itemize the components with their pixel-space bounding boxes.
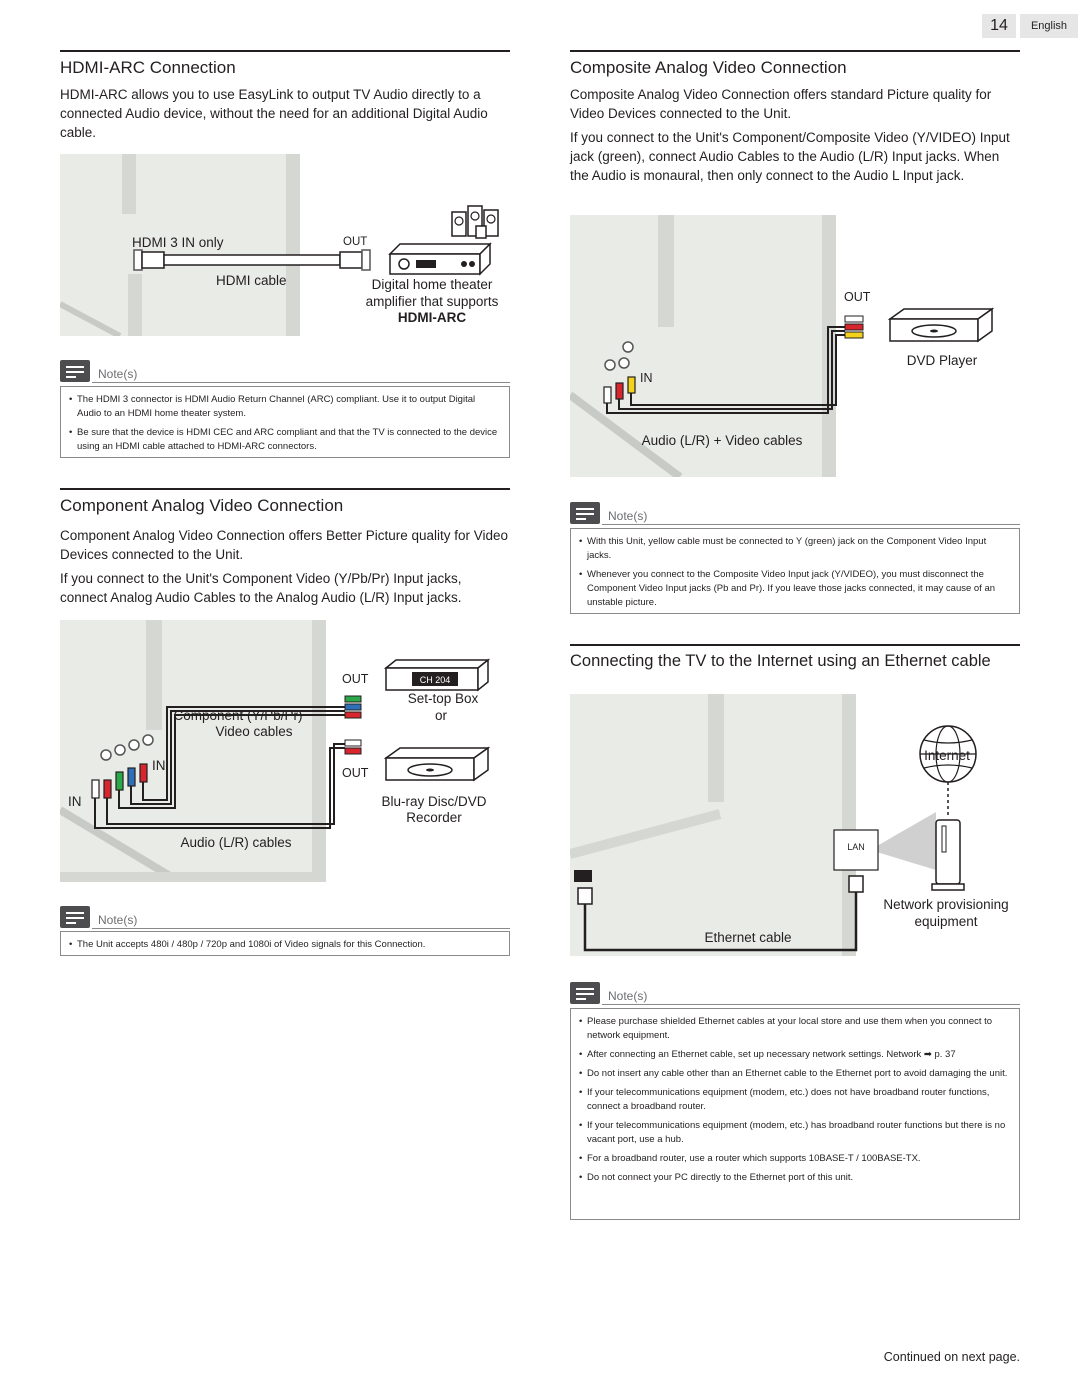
or-label: or [435,708,448,723]
notes-icon [570,502,600,524]
ethernet-plug-left-icon [577,887,593,905]
ethernet-cable-label: Ethernet cable [704,930,791,945]
globe-icon [919,725,977,783]
composite-title: Composite Analog Video Connection [570,50,1020,78]
in-left-label: IN [68,794,82,809]
lan-label: LAN [847,842,865,852]
composite-jacks-icon [604,341,634,371]
out-top-label: OUT [342,672,369,686]
list-item: After connecting an Ethernet cable, set … [579,1048,1011,1062]
component-notes: The Unit accepts 480i / 480p / 720p and … [60,931,510,956]
lan-port-icon [574,870,592,882]
hdmi-cable-label: HDMI cable [216,273,287,288]
component-body-1: Component Analog Video Connection offers… [60,528,509,562]
dvd-player-label: DVD Player [907,353,978,368]
composite-body-1: Composite Analog Video Connection offers… [570,87,992,121]
notes-label: Note(s) [608,989,648,1003]
ethernet-diagram: LAN Internet Network provisioning equipm… [570,694,1020,956]
list-item: Whenever you connect to the Composite Vi… [579,568,1011,610]
device-label-line3: HDMI-ARC [398,310,466,325]
set-top-box-icon: CH 204 [383,658,491,692]
notes-label: Note(s) [608,509,648,523]
blu-ray-label-1: Blu-ray Disc/DVD [381,794,486,809]
list-item: Please purchase shielded Ethernet cables… [579,1015,1011,1043]
list-item: The HDMI 3 connector is HDMI Audio Retur… [69,393,501,421]
composite-cables-label: Audio (L/R) + Video cables [642,433,803,448]
composite-out-label: OUT [844,290,871,304]
continued-note: Continued on next page. [883,1350,1020,1364]
component-title: Component Analog Video Connection [60,488,510,516]
composite-section: Composite Analog Video Connection Compos… [570,50,1020,185]
list-item: Do not connect your PC directly to the E… [579,1171,1011,1185]
hdmi-cable-icon [163,254,341,266]
list-item: With this Unit, yellow cable must be con… [579,535,1011,563]
rca-plugs-out-icon [844,315,864,339]
component-cables-label-1: Component (Y/Pb/Pr) [173,708,302,723]
tv-rear-panel [570,215,836,477]
set-top-box-label: Set-top Box [408,691,479,706]
component-body-2: If you connect to the Unit's Component V… [60,571,462,605]
lan-callout-box [833,829,879,871]
audio-cables-label: Audio (L/R) cables [180,835,291,850]
home-theater-amplifier-icon [388,242,492,276]
composite-notes: With this Unit, yellow cable must be con… [570,528,1020,614]
hdmi-arc-notes: The HDMI 3 connector is HDMI Audio Retur… [60,386,510,458]
ethernet-plug-right-icon [848,875,864,893]
in-right-label: IN [152,758,166,773]
ethernet-notes: Please purchase shielded Ethernet cables… [570,1008,1020,1220]
rca-plugs-out-icon [344,695,362,755]
ethernet-section: Connecting the TV to the Internet using … [570,644,1020,671]
ethernet-notes-header: Note(s) [570,980,647,1004]
blu-ray-recorder-icon [383,746,491,782]
composite-diagram: OUT DVD Player IN Audio (L/R) + Video ca… [570,215,1020,477]
internet-label: Internet [924,748,970,763]
list-item: The Unit accepts 480i / 480p / 720p and … [69,938,501,952]
notes-label: Note(s) [98,913,138,927]
hdmi-port-icon [133,249,143,271]
list-item: For a broadband router, use a router whi… [579,1152,1011,1166]
hdmi-plug-right-icon [339,251,363,269]
hdmi-plug-left-icon [141,251,165,269]
speakers-icon [451,205,499,239]
tv-rear-panel [60,154,300,336]
component-jacks-icon [100,734,154,761]
notes-label: Note(s) [98,367,138,381]
device-label-line1: Digital home theater [372,277,493,292]
component-section: Component Analog Video Connection Compon… [60,488,510,607]
component-notes-header: Note(s) [60,904,137,928]
ethernet-title: Connecting the TV to the Internet using … [570,644,1020,671]
list-item: If your telecommunications equipment (mo… [579,1086,1011,1114]
composite-in-label: IN [640,371,653,385]
page-language: English [1020,14,1078,38]
hdmi-arc-section: HDMI-ARC Connection HDMI-ARC allows you … [60,50,510,142]
stb-display-text: CH 204 [420,675,451,685]
hdmi-port-label: HDMI 3 IN only [132,235,224,250]
notes-icon [60,360,90,382]
list-item: Do not insert any cable other than an Et… [579,1067,1011,1081]
list-item: Be sure that the device is HDMI CEC and … [69,426,501,454]
dvd-player-icon [887,307,995,343]
page-badge: 14 English [982,14,1078,38]
hdmi-out-label: OUT [343,236,367,248]
component-diagram: CH 204 OUT Set-top Box or Component (Y/P… [60,620,510,882]
notes-icon [60,906,90,928]
page-number: 14 [982,14,1016,38]
network-equipment-label-1: Network provisioning [883,897,1008,912]
composite-body-2: If you connect to the Unit's Component/C… [570,130,1010,183]
hdmi-arc-notes-header: Note(s) [60,358,137,382]
component-cables-label-2: Video cables [215,724,292,739]
ethernet-cable-icon [583,892,858,952]
hdmi-arc-body: HDMI-ARC allows you to use EasyLink to o… [60,87,488,140]
composite-notes-header: Note(s) [570,500,647,524]
network-equipment-label-2: equipment [914,914,977,929]
blu-ray-label-2: Recorder [406,810,462,825]
hdmi-arc-title: HDMI-ARC Connection [60,50,510,78]
out-bottom-label: OUT [342,766,369,780]
notes-icon [570,982,600,1004]
hdmi-arc-diagram: HDMI 3 IN only OUT HDMI cable Digital ho… [60,154,510,336]
network-equipment-icon [931,819,965,891]
device-label-line2: amplifier that supports [366,294,499,309]
list-item: If your telecommunications equipment (mo… [579,1119,1011,1147]
